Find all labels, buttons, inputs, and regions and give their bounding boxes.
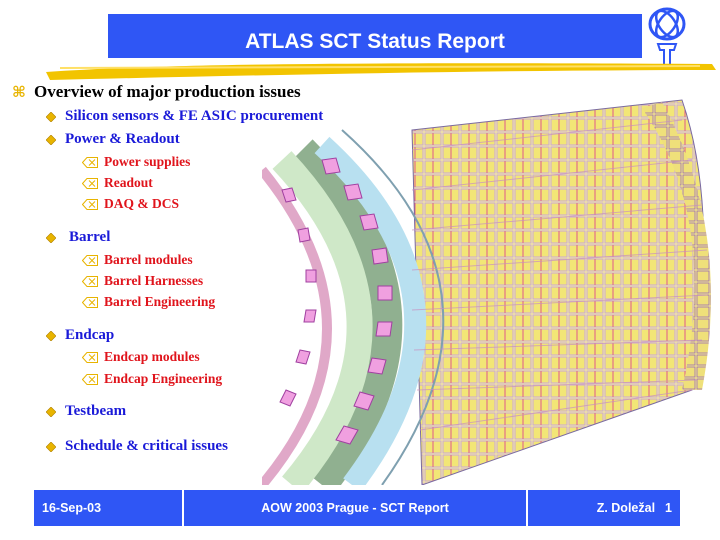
outline-item-label: Barrel [69,229,111,245]
outline-subitem-label: Endcap modules [104,349,200,364]
erase-bullet-icon [82,156,98,168]
outline-item-label: Schedule & critical issues [65,438,228,454]
footer-date: 16-Sep-03 [34,490,182,526]
outline-subitem-endcap-engineering: Endcap Engineering [82,371,222,387]
brush-stroke-decoration [46,63,716,80]
diamond-bullet-icon [46,406,56,417]
footer-author: Z. Doležal [596,501,656,515]
diamond-bullet-icon [46,330,56,341]
erase-bullet-icon [82,351,98,363]
outline-subitem-endcap-modules: Endcap modules [82,349,200,365]
outline-item-endcap: Endcap [46,327,114,344]
title-bar: ATLAS SCT Status Report [108,14,642,58]
outline-subitem-label: Barrel Harnesses [104,273,204,288]
outline-item-label: Endcap [65,327,115,343]
outline-subitem-barrel-engineering: Barrel Engineering [82,294,215,310]
outline-subitem-barrel-harnesses: Barrel Harnesses [82,273,203,289]
diamond-bullet-icon [46,232,56,243]
erase-bullet-icon [82,198,98,210]
outline-subitem-daq-dcs: DAQ & DCS [82,196,179,212]
footer-divider [182,490,184,526]
erase-bullet-icon [82,254,98,266]
outline-item-silicon-sensors: Silicon sensors & FE ASIC procurement [46,108,323,125]
footer-author-page: Z. Doležal 1 [528,490,680,526]
outline-subitem-barrel-modules: Barrel modules [82,252,193,268]
outline-item-testbeam: Testbeam [46,403,126,420]
slide-footer: 16-Sep-03 AOW 2003 Prague - SCT Report Z… [34,490,680,526]
outline-subitem-label: Power supplies [104,154,191,169]
footer-divider [526,490,528,526]
slide-title: ATLAS SCT Status Report [245,30,505,53]
outline-item-label: Power & Readout [65,131,180,147]
diamond-bullet-icon [46,111,56,122]
outline-item-barrel: Barrel [46,229,110,246]
outline-item-power-readout: Power & Readout [46,131,180,148]
outline-subitem-label: Barrel Engineering [104,294,216,309]
outline-subitem-label: Endcap Engineering [104,371,223,386]
erase-bullet-icon [82,177,98,189]
outline-subitem-readout: Readout [82,175,153,191]
outline-heading: ⌘ Overview of major production issues [12,82,301,102]
diamond-bullet-icon [46,441,56,452]
outline-subitem-label: DAQ & DCS [104,196,180,211]
outline-item-label: Silicon sensors & FE ASIC procurement [65,108,324,124]
diamond-bullet-icon [46,134,56,145]
outline-subitem-power-supplies: Power supplies [82,154,190,170]
command-icon: ⌘ [12,83,26,101]
sct-detector-illustration [262,99,711,485]
erase-bullet-icon [82,296,98,308]
erase-bullet-icon [82,373,98,385]
outline-item-label: Testbeam [65,403,127,419]
footer-conference: AOW 2003 Prague - SCT Report [184,490,526,526]
footer-page-number: 1 [665,501,672,515]
erase-bullet-icon [82,275,98,287]
outline-subitem-label: Barrel modules [104,252,193,267]
outline-heading-text: Overview of major production issues [34,82,301,101]
outline-item-schedule: Schedule & critical issues [46,438,228,455]
outline-subitem-label: Readout [104,175,153,190]
outline: ⌘ Overview of major production issues Si… [12,82,323,455]
